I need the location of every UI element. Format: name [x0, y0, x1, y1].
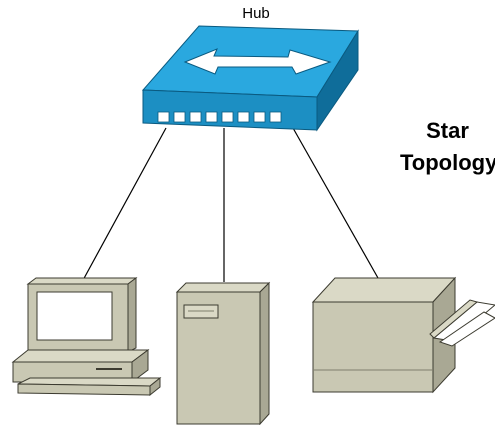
printer-icon[interactable]: [311, 276, 495, 394]
tower-server-icon[interactable]: [175, 281, 271, 425]
connection-links: [81, 127, 379, 283]
title-line-2: Topology: [400, 150, 495, 175]
link-hub-printer: [292, 127, 379, 279]
hub-label: Hub: [242, 5, 270, 22]
diagram-title: Star Topology: [400, 115, 495, 179]
bidirectional-arrow-icon: [183, 48, 332, 75]
title-line-1: Star: [426, 118, 469, 143]
desktop-computer-icon[interactable]: [11, 277, 162, 397]
link-hub-workstation: [81, 127, 167, 283]
hub-ports: [157, 111, 282, 123]
hub-icon[interactable]: [141, 25, 359, 132]
